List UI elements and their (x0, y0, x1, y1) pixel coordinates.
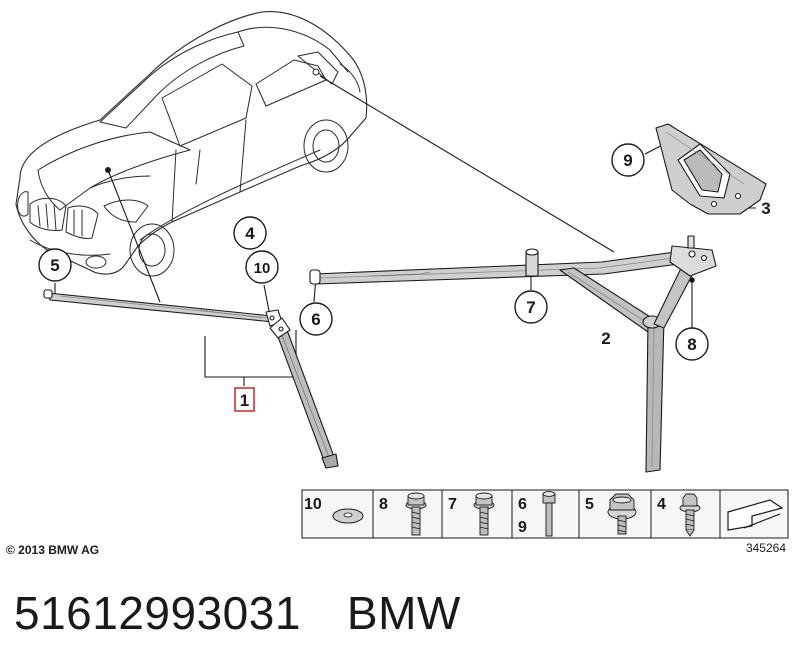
rear-cross-brace (309, 235, 717, 473)
copyright: © 2013 BMW AG (6, 543, 99, 557)
label-1-highlight[interactable]: 1 (234, 387, 255, 412)
legend-num-4: 4 (657, 496, 666, 513)
svg-text:8: 8 (687, 335, 696, 354)
legend-num-7: 7 (448, 496, 457, 513)
vehicle-illustration (15, 11, 368, 277)
diagram-number: 345264 (746, 541, 786, 555)
svg-text:6: 6 (311, 310, 320, 329)
part-number: 51612993031 (14, 587, 301, 639)
callout-7: 7 (514, 290, 548, 324)
label-2: 2 (601, 329, 610, 348)
legend-num-8: 8 (379, 496, 388, 513)
svg-text:9: 9 (623, 151, 632, 170)
legend-num-5: 5 (585, 496, 594, 513)
svg-text:4: 4 (245, 224, 255, 243)
parts-diagram: 5 4 10 6 7 9 8 2 3 1 10 (6, 11, 789, 557)
callout-8: 8 (675, 327, 709, 361)
long-bolt-icon (542, 491, 556, 537)
callout-4: 4 (233, 216, 267, 250)
collar-nut-icon (607, 493, 637, 535)
bracket-part (655, 123, 767, 215)
svg-text:7: 7 (526, 298, 535, 317)
svg-text:5: 5 (50, 256, 59, 275)
callout-6: 6 (299, 302, 333, 336)
washer-icon (332, 508, 364, 524)
hex-bolt-icon (473, 492, 495, 536)
callout-9: 9 (611, 143, 645, 177)
direction-arrow-icon (727, 499, 784, 531)
brand-name: BMW (346, 587, 461, 639)
callout-10: 10 (245, 250, 279, 284)
front-strut-brace (43, 289, 339, 469)
part-footer: 51612993031 BMW (14, 586, 461, 640)
screw-icon (679, 493, 701, 537)
svg-text:10: 10 (254, 260, 271, 277)
legend-num-9: 9 (518, 519, 527, 536)
label-3: 3 (761, 199, 770, 218)
flange-bolt-icon (405, 492, 427, 536)
hardware-legend: 10 8 7 6 9 (301, 489, 789, 539)
callout-5: 5 (38, 248, 72, 282)
legend-num-10: 10 (304, 496, 322, 513)
svg-text:1: 1 (240, 391, 249, 410)
legend-num-6: 6 (518, 496, 527, 513)
